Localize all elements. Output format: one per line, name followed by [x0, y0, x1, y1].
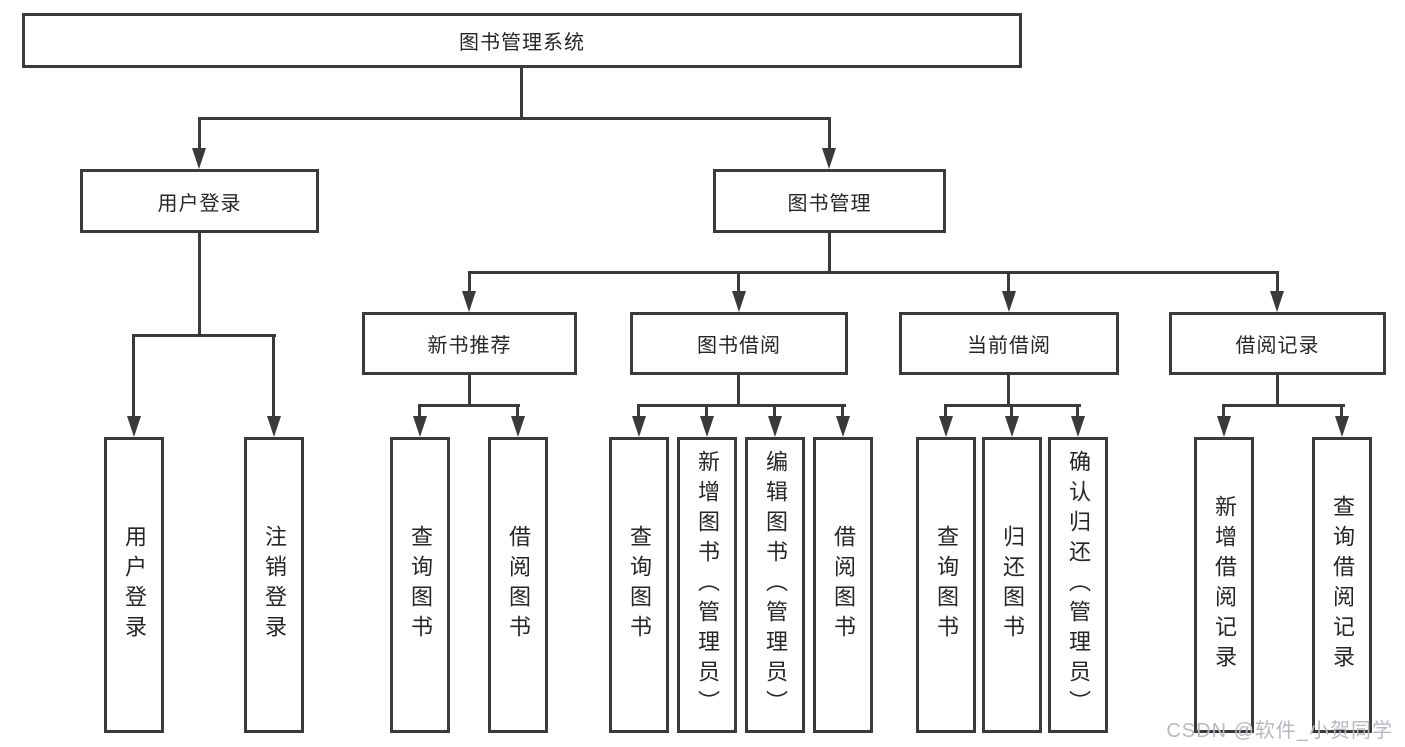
leaf-borrow-book: 借阅图书: [813, 437, 873, 733]
node-user-login: 用户登录: [80, 169, 319, 233]
arrowhead-down-icon: [413, 416, 427, 437]
arrowhead-down-icon: [1071, 416, 1085, 437]
leaf-add-book-admin: 新增图书（管理员）: [677, 437, 737, 733]
arrowhead-down-icon: [511, 416, 525, 437]
arrowhead-down-icon: [1005, 416, 1019, 437]
connector-line: [705, 404, 708, 418]
leaf-return-book: 归还图书: [982, 437, 1042, 733]
connector-line: [132, 334, 135, 418]
arrowhead-down-icon: [1270, 291, 1284, 312]
connector-line: [1007, 271, 1010, 293]
arrowhead-down-icon: [1217, 416, 1231, 437]
leaf-query-book-recommend-label: 查询图书: [408, 525, 433, 645]
connector-line: [737, 375, 740, 406]
connector-line: [132, 334, 276, 337]
arrowhead-down-icon: [192, 148, 206, 169]
node-new-book-recommend: 新书推荐: [362, 312, 577, 375]
node-user-login-label: 用户登录: [157, 192, 242, 215]
leaf-add-borrow-record-label: 新增借阅记录: [1212, 495, 1237, 675]
node-book-management-label: 图书管理: [787, 192, 872, 215]
node-current-borrow: 当前借阅: [899, 312, 1119, 375]
connector-line: [1276, 271, 1279, 293]
leaf-confirm-return-admin: 确认归还（管理员）: [1048, 437, 1108, 733]
arrowhead-down-icon: [632, 416, 646, 437]
connector-line: [637, 404, 640, 418]
leaf-return-book-label: 归还图书: [1000, 525, 1025, 645]
connector-line: [828, 233, 831, 273]
connector-line: [944, 404, 947, 418]
leaf-query-book-borrow-label: 查询图书: [627, 525, 652, 645]
leaf-logout: 注销登录: [244, 437, 304, 733]
leaf-borrow-book-recommend: 借阅图书: [488, 437, 548, 733]
arrowhead-down-icon: [768, 416, 782, 437]
leaf-confirm-return-admin-label: 确认归还（管理员）: [1066, 450, 1091, 720]
node-book-borrow-label: 图书借阅: [697, 335, 781, 357]
connector-line: [516, 404, 519, 418]
connector-line: [1222, 404, 1225, 418]
arrowhead-down-icon: [1335, 416, 1349, 437]
node-root-label: 图书管理系统: [459, 32, 585, 54]
connector-line: [520, 68, 523, 120]
connector-line: [1010, 404, 1013, 418]
arrowhead-down-icon: [939, 416, 953, 437]
arrowhead-down-icon: [700, 416, 714, 437]
arrowhead-down-icon: [732, 291, 746, 312]
node-book-management: 图书管理: [713, 169, 946, 233]
arrowhead-down-icon: [267, 416, 281, 437]
leaf-add-borrow-record: 新增借阅记录: [1194, 437, 1254, 733]
leaf-query-book-current-label: 查询图书: [934, 525, 959, 645]
connector-line: [468, 271, 1279, 274]
connector-line: [828, 117, 831, 151]
arrowhead-down-icon: [836, 416, 850, 437]
connector-line: [418, 404, 421, 418]
leaf-query-book-recommend: 查询图书: [390, 437, 450, 733]
leaf-add-book-admin-label: 新增图书（管理员）: [695, 450, 720, 720]
node-new-book-recommend-label: 新书推荐: [427, 335, 512, 357]
leaf-logout-label: 注销登录: [262, 525, 287, 645]
node-borrow-records: 借阅记录: [1169, 312, 1386, 375]
node-borrow-records-label: 借阅记录: [1235, 335, 1320, 357]
connector-line: [198, 117, 831, 120]
connector-line: [1340, 404, 1343, 418]
leaf-query-book-borrow: 查询图书: [609, 437, 669, 733]
leaf-query-borrow-record-label: 查询借阅记录: [1330, 495, 1355, 675]
leaf-query-book-current: 查询图书: [916, 437, 976, 733]
node-root: 图书管理系统: [22, 13, 1022, 68]
leaf-borrow-book-recommend-label: 借阅图书: [506, 525, 531, 645]
watermark: CSDN @软件_小贺同学: [1166, 720, 1393, 742]
connector-line: [468, 375, 471, 406]
leaf-edit-book-admin: 编辑图书（管理员）: [745, 437, 805, 733]
node-book-borrow: 图书借阅: [630, 312, 848, 375]
leaf-user-login-label: 用户登录: [122, 525, 147, 645]
connector-line: [198, 117, 201, 151]
connector-line: [418, 404, 520, 407]
connector-line: [637, 404, 846, 407]
leaf-query-borrow-record: 查询借阅记录: [1312, 437, 1372, 733]
connector-line: [198, 233, 201, 336]
arrowhead-down-icon: [462, 291, 476, 312]
arrowhead-down-icon: [127, 416, 141, 437]
node-current-borrow-label: 当前借阅: [967, 335, 1051, 357]
connector-line: [468, 271, 471, 293]
arrowhead-down-icon: [1002, 291, 1016, 312]
connector-line: [1276, 375, 1279, 406]
connector-line: [773, 404, 776, 418]
connector-line: [272, 334, 275, 418]
connector-line: [1076, 404, 1079, 418]
arrowhead-down-icon: [822, 148, 836, 169]
connector-line: [841, 404, 844, 418]
connector-line: [737, 271, 740, 293]
leaf-borrow-book-label: 借阅图书: [831, 525, 856, 645]
connector-line: [1222, 404, 1345, 407]
leaf-edit-book-admin-label: 编辑图书（管理员）: [763, 450, 788, 720]
connector-line: [1007, 375, 1010, 406]
leaf-user-login: 用户登录: [104, 437, 164, 733]
